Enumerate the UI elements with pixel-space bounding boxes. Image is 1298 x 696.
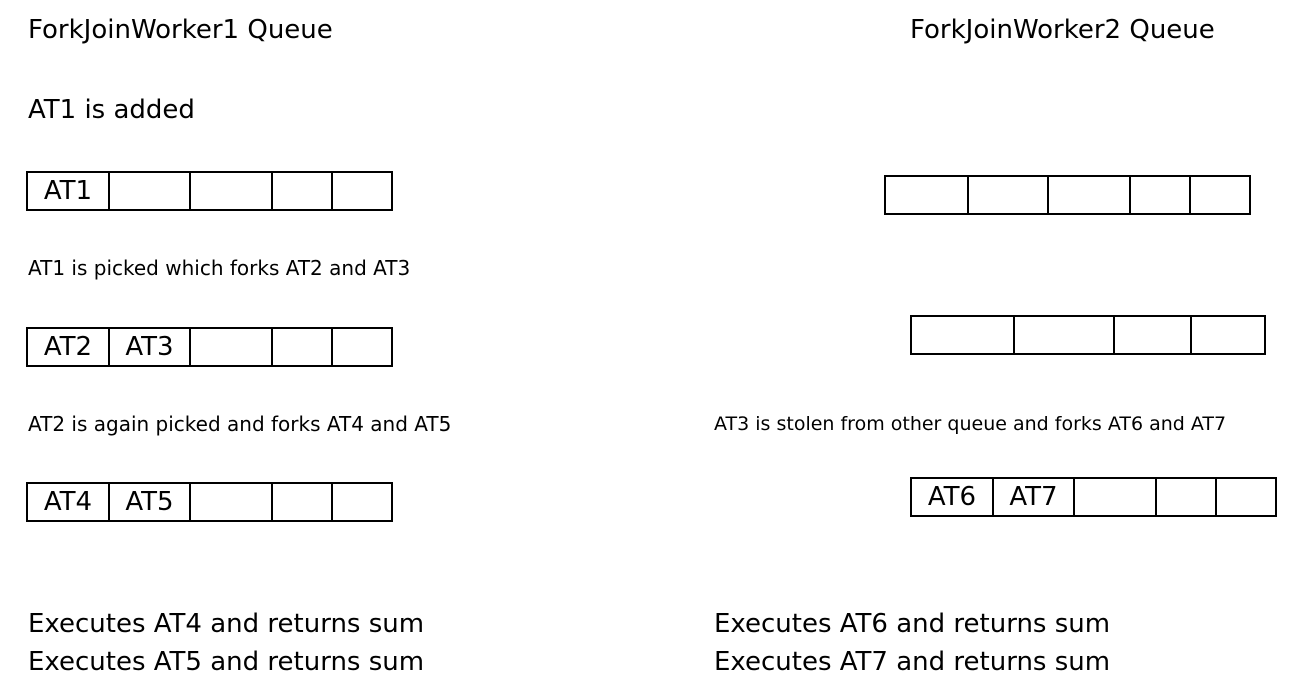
queue-cell bbox=[1192, 317, 1266, 353]
worker1-queue-state2: AT2 AT3 bbox=[26, 327, 393, 367]
queue-cell bbox=[1015, 317, 1115, 353]
worker1-queue-state3: AT4 AT5 bbox=[26, 482, 393, 522]
worker2-queue-state1 bbox=[884, 175, 1251, 215]
queue-cell bbox=[886, 177, 969, 213]
queue-cell bbox=[1191, 177, 1251, 213]
worker1-step2-label: AT1 is picked which forks AT2 and AT3 bbox=[28, 256, 411, 280]
queue-cell bbox=[1217, 479, 1277, 515]
queue-cell: AT2 bbox=[28, 329, 110, 365]
queue-cell bbox=[1131, 177, 1191, 213]
queue-cell: AT1 bbox=[28, 173, 110, 209]
queue-cell bbox=[110, 173, 191, 209]
queue-cell bbox=[1049, 177, 1131, 213]
queue-cell: AT4 bbox=[28, 484, 110, 520]
queue-cell bbox=[1115, 317, 1192, 353]
queue-cell bbox=[191, 484, 273, 520]
queue-cell bbox=[1157, 479, 1217, 515]
worker2-step3-label: AT3 is stolen from other queue and forks… bbox=[714, 413, 1227, 435]
worker1-queue-state1: AT1 bbox=[26, 171, 393, 211]
worker1-step1-label: AT1 is added bbox=[28, 95, 195, 125]
queue-cell bbox=[1075, 479, 1157, 515]
queue-cell: AT7 bbox=[994, 479, 1075, 515]
worker2-queue-state3: AT6 AT7 bbox=[910, 477, 1277, 517]
queue-cell bbox=[273, 173, 333, 209]
queue-cell bbox=[273, 329, 333, 365]
queue-cell: AT5 bbox=[110, 484, 191, 520]
worker2-exec-line2: Executes AT7 and returns sum bbox=[714, 647, 1111, 677]
worker2-exec-line1: Executes AT6 and returns sum bbox=[714, 609, 1111, 639]
queue-cell: AT3 bbox=[110, 329, 191, 365]
queue-cell bbox=[191, 329, 273, 365]
worker1-exec-line2: Executes AT5 and returns sum bbox=[28, 647, 425, 677]
queue-cell bbox=[912, 317, 1015, 353]
worker1-step3-label: AT2 is again picked and forks AT4 and AT… bbox=[28, 412, 452, 436]
queue-cell bbox=[333, 173, 393, 209]
queue-cell bbox=[969, 177, 1049, 213]
queue-cell bbox=[273, 484, 333, 520]
queue-cell: AT6 bbox=[912, 479, 994, 515]
worker2-queue-state2 bbox=[910, 315, 1266, 355]
worker2-queue-title: ForkJoinWorker2 Queue bbox=[910, 15, 1215, 45]
queue-cell bbox=[191, 173, 273, 209]
queue-cell bbox=[333, 329, 393, 365]
queue-cell bbox=[333, 484, 393, 520]
worker1-queue-title: ForkJoinWorker1 Queue bbox=[28, 15, 333, 45]
worker1-exec-line1: Executes AT4 and returns sum bbox=[28, 609, 425, 639]
